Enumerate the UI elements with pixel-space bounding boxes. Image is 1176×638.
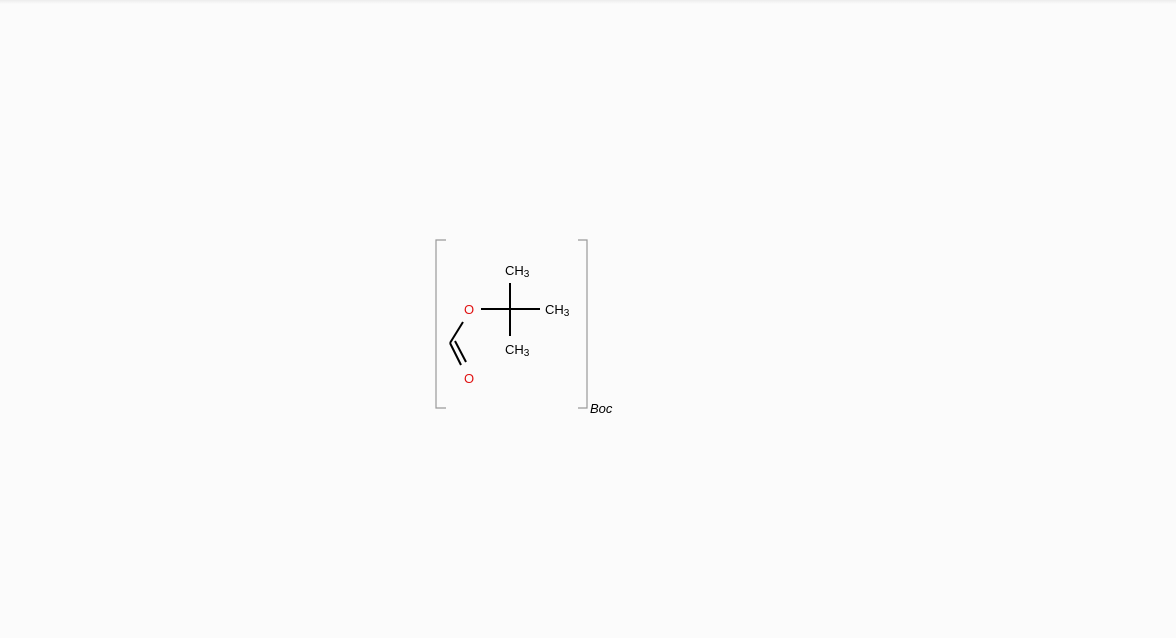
oxygen-carbonyl-label: O bbox=[464, 371, 474, 386]
right-bracket bbox=[578, 239, 588, 409]
bond-carbonyl-double-1 bbox=[449, 342, 462, 366]
oxygen-ether-label: O bbox=[464, 302, 474, 317]
methyl-bottom-label: CH3 bbox=[505, 342, 530, 359]
top-shadow bbox=[0, 0, 1176, 4]
methyl-top-label: CH3 bbox=[505, 263, 530, 280]
methyl-right-label: CH3 bbox=[545, 302, 570, 319]
bracket-label-boc: Boc bbox=[590, 401, 613, 416]
bond-o-carbonyl-carbon bbox=[449, 321, 464, 344]
methyl-bottom-sub: 3 bbox=[524, 348, 530, 359]
methyl-top-main: CH bbox=[505, 263, 524, 278]
bond-group bbox=[449, 283, 540, 366]
methyl-top-sub: 3 bbox=[524, 269, 530, 280]
left-bracket bbox=[435, 239, 446, 409]
bond-carbonyl-double-2 bbox=[454, 340, 467, 363]
methyl-right-sub: 3 bbox=[564, 308, 570, 319]
methyl-bottom-main: CH bbox=[505, 342, 524, 357]
methyl-right-main: CH bbox=[545, 302, 564, 317]
